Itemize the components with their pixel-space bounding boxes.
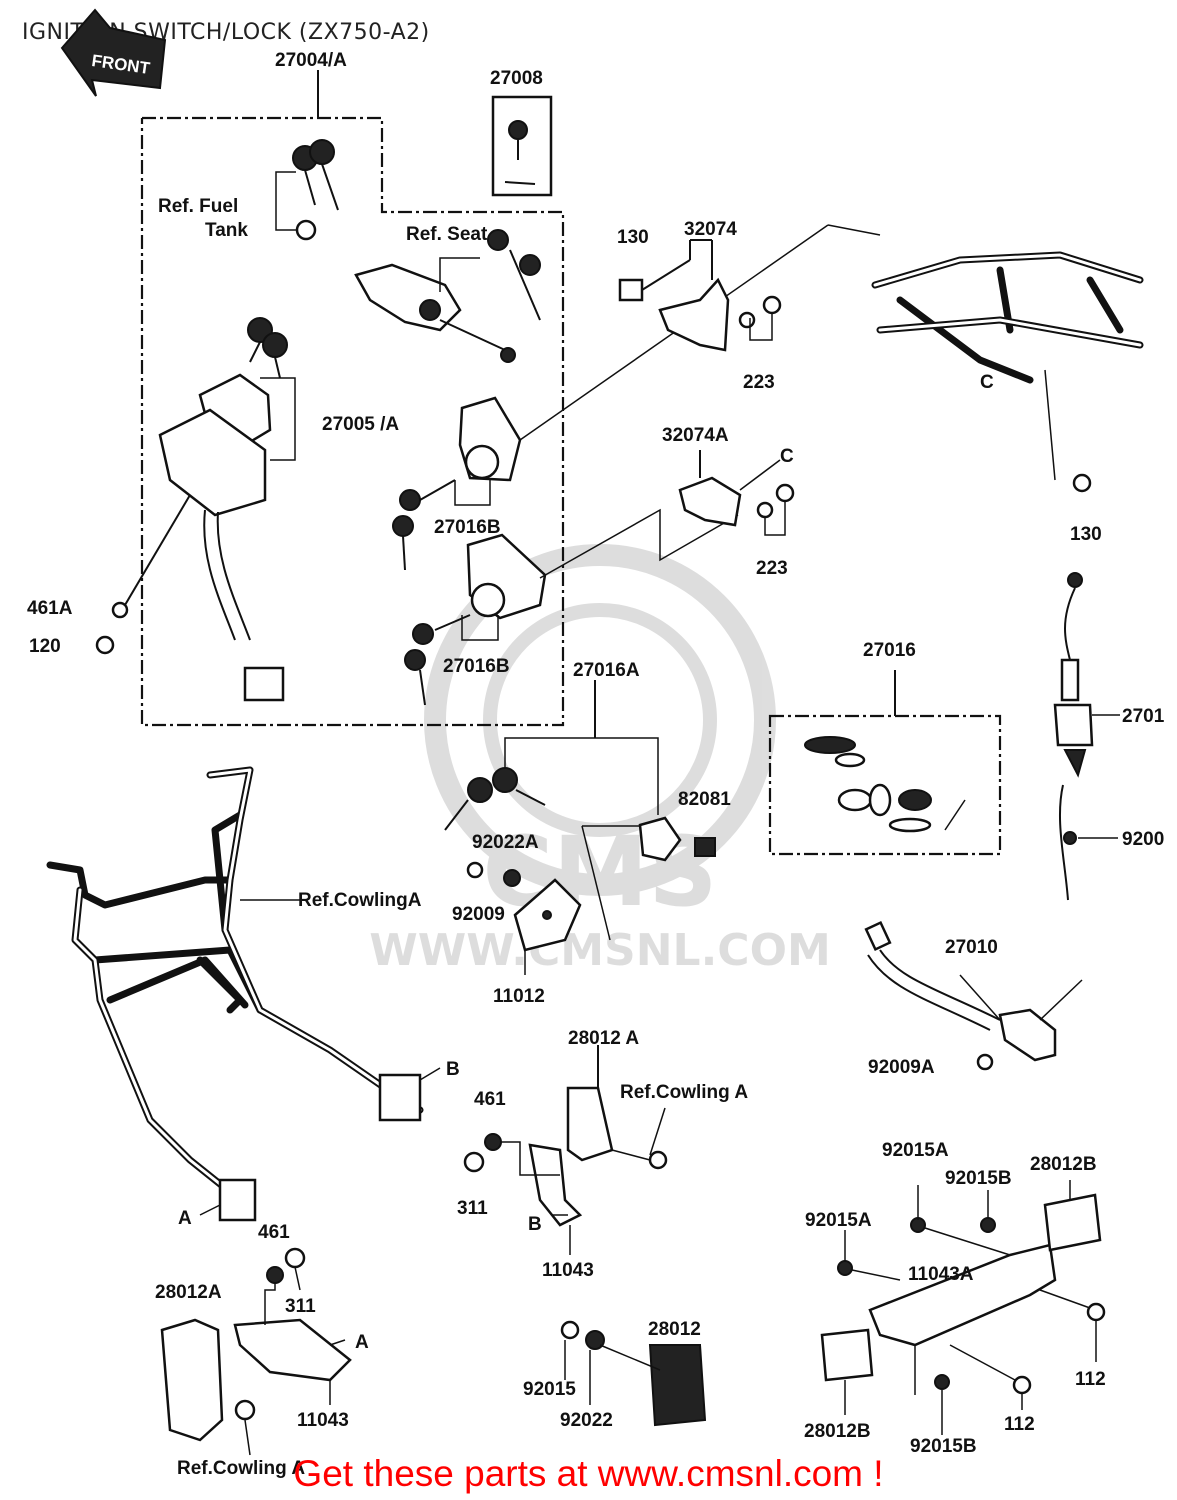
label-ref-fuel-2: Tank bbox=[205, 220, 248, 241]
label-92015a-a: 92015A bbox=[882, 1140, 949, 1161]
label-461a: 461A bbox=[27, 598, 73, 619]
label-130-b: 130 bbox=[1070, 524, 1102, 545]
label-130-a: 130 bbox=[617, 227, 649, 248]
lock-27016a bbox=[444, 680, 716, 975]
reflector-bracket-bottom-left bbox=[160, 1247, 352, 1456]
label-32074a: 32074A bbox=[662, 425, 729, 446]
label-11012: 11012 bbox=[493, 986, 545, 1007]
label-ref-c-a: C bbox=[780, 446, 794, 467]
label-9200: 9200 bbox=[1122, 829, 1164, 850]
label-11043-b: 11043 bbox=[297, 1410, 349, 1431]
label-82081: 82081 bbox=[678, 789, 731, 810]
label-461-a: 461 bbox=[474, 1089, 506, 1110]
ignition-switch-27005a bbox=[95, 317, 296, 702]
reflector-bracket-right bbox=[820, 1180, 1106, 1435]
label-311-a: 311 bbox=[457, 1198, 488, 1219]
label-27016b-a: 27016B bbox=[434, 517, 501, 538]
label-92015b-b: 92015B bbox=[910, 1436, 977, 1457]
label-27016b-b: 27016B bbox=[443, 656, 510, 677]
seat-lock-assembly bbox=[354, 229, 541, 363]
kit-box-27004a bbox=[140, 70, 565, 727]
label-92022: 92022 bbox=[560, 1410, 613, 1431]
key-tag-27008 bbox=[491, 95, 553, 197]
front-arrow-badge: FRONT bbox=[60, 8, 167, 97]
label-2701: 2701 bbox=[1122, 706, 1165, 727]
label-27016a: 27016A bbox=[573, 660, 640, 681]
fuel-tank-keys bbox=[275, 139, 339, 241]
label-27004a: 27004/A bbox=[275, 50, 347, 71]
label-ref-b-a: B bbox=[446, 1059, 460, 1080]
label-92009: 92009 bbox=[452, 904, 505, 925]
watermark-url: WWW.CMSNL.COM bbox=[369, 925, 831, 976]
reflector-bracket-center bbox=[463, 1045, 668, 1255]
label-ref-seat: Ref. Seat bbox=[406, 224, 488, 245]
label-27010: 27010 bbox=[945, 937, 998, 958]
callout-labels: 27004/A 27008 Ref. Fuel Tank Ref. Seat 1… bbox=[27, 50, 1165, 1479]
promo-link-banner[interactable]: Get these parts at www.cmsnl.com ! bbox=[293, 1453, 884, 1494]
label-ref-b-b: B bbox=[528, 1214, 542, 1235]
label-223-a: 223 bbox=[743, 372, 775, 393]
label-ref-cowling-2: Ref.Cowling A bbox=[620, 1082, 748, 1103]
label-28012: 28012 bbox=[648, 1319, 701, 1340]
label-32074: 32074 bbox=[684, 219, 737, 240]
label-28012b-b: 28012B bbox=[804, 1421, 871, 1442]
label-92009a: 92009A bbox=[868, 1057, 935, 1078]
label-11043a: 11043A bbox=[908, 1264, 974, 1285]
label-28012b-a: 28012B bbox=[1030, 1154, 1097, 1175]
switch-27010 bbox=[864, 920, 1083, 1071]
label-311-b: 311 bbox=[285, 1296, 316, 1317]
label-92015: 92015 bbox=[523, 1379, 576, 1400]
label-28012a-top: 28012 A bbox=[568, 1028, 639, 1049]
label-ref-a-a: A bbox=[178, 1208, 192, 1229]
cmsnl-watermark: CMS WWW.CMSNL.COM bbox=[369, 544, 831, 976]
bracket-32074 bbox=[618, 239, 782, 352]
label-ref-a-b: A bbox=[355, 1332, 369, 1353]
label-92022a: 92022A bbox=[472, 832, 539, 853]
label-ref-cowling-1: Ref.CowlingA bbox=[298, 890, 422, 911]
label-11043-a: 11043 bbox=[542, 1260, 594, 1281]
label-28012a-bot: 28012A bbox=[155, 1282, 222, 1303]
label-223-b: 223 bbox=[756, 558, 788, 579]
label-112-b: 112 bbox=[1004, 1414, 1035, 1435]
frame-upper-right bbox=[827, 224, 1144, 493]
label-ref-cowling-3: Ref.Cowling A bbox=[177, 1458, 305, 1479]
kit-box-27016 bbox=[768, 670, 1002, 856]
bracket-32074a bbox=[678, 450, 795, 536]
label-461-b: 461 bbox=[258, 1222, 290, 1243]
label-120: 120 bbox=[29, 636, 61, 657]
right-side-switch-parts bbox=[1053, 572, 1120, 901]
lock-cylinders-27016b bbox=[392, 224, 829, 706]
label-27016: 27016 bbox=[863, 640, 916, 661]
label-92015b-a: 92015B bbox=[945, 1168, 1012, 1189]
reflector-28012 bbox=[560, 1320, 707, 1427]
cowling-frame-left bbox=[46, 766, 441, 1222]
label-27008: 27008 bbox=[490, 68, 543, 89]
label-27005a: 27005 /A bbox=[322, 414, 399, 435]
label-ref-c-b: C bbox=[980, 372, 994, 393]
label-92015a-b: 92015A bbox=[805, 1210, 872, 1231]
label-112-a: 112 bbox=[1075, 1369, 1106, 1390]
label-ref-fuel-1: Ref. Fuel bbox=[158, 196, 238, 217]
